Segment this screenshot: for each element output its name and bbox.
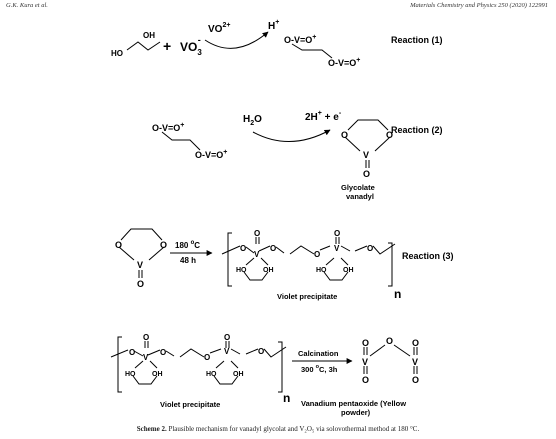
reaction-2-byproduct: 2H+ + e- <box>305 110 342 123</box>
atom4-ho1: HO <box>125 371 136 378</box>
atom-v2: V <box>334 244 340 253</box>
v2o5-o-bottom2: O <box>412 375 419 385</box>
atom4-o4: O <box>258 347 264 356</box>
atom4-ho2: HO <box>206 371 217 378</box>
reaction-1-arrow <box>204 31 269 49</box>
repeat-index-3: n <box>394 287 401 301</box>
bracket-left-4 <box>117 336 122 393</box>
reaction-2-label: Reaction (2) <box>391 125 443 135</box>
proton-byproduct: H+ <box>268 19 279 32</box>
v2o5-o-bottom1: O <box>362 375 369 385</box>
reaction-4 <box>110 336 418 393</box>
atom-ho1: HO <box>236 267 247 274</box>
reactant-2-chain <box>161 131 201 151</box>
ring-3-vanadium: V <box>137 260 143 270</box>
vanadate-formula: VO3- <box>180 35 202 57</box>
atom4-v1: V <box>143 353 149 362</box>
repeat-index-4: n <box>283 391 290 405</box>
ethylene-glycol-bonds <box>126 41 161 51</box>
product-1-bottom: O-V=O+ <box>328 57 360 68</box>
atom-o-double1: O <box>254 229 260 238</box>
atom4-oh1: OH <box>152 371 163 378</box>
product-4-name-line1: Vanadium pentaoxide (Yellow <box>301 399 406 408</box>
bracket-right-4 <box>278 341 283 393</box>
reactant-4-name: Violet precipitate <box>160 400 220 409</box>
reaction-3-label: Reaction (3) <box>402 251 454 261</box>
v2o5-o-top2: O <box>412 338 419 348</box>
reactant-2-top: O-V=O+ <box>152 122 184 133</box>
bracket-right-3 <box>388 242 393 287</box>
water-reagent: H2O <box>243 114 262 127</box>
calcination-label: Calcination <box>298 349 339 358</box>
atom4-o3: O <box>204 353 210 362</box>
caption-text: Plausible mechanism for vanadyl glycolat… <box>166 425 420 433</box>
atom-oh1: OH <box>263 267 274 274</box>
atom-o1: O <box>240 244 246 253</box>
atom4-o2: O <box>160 348 166 357</box>
atom-oh2: OH <box>343 267 354 274</box>
plus-sign: + <box>163 38 171 54</box>
ring-2-oxygen-oxo: O <box>363 169 370 179</box>
ring-3-oxygen-left: O <box>115 240 122 250</box>
product-4-name-line2: powder) <box>341 408 371 417</box>
reaction-3 <box>118 228 396 287</box>
vanadyl-ion: VO2+ <box>208 22 230 35</box>
atom-v1: V <box>254 250 260 259</box>
reaction-1 <box>126 31 333 59</box>
reaction-2 <box>161 119 391 168</box>
reaction-3-temperature: 180 oC <box>175 240 200 250</box>
atom-o4: O <box>367 244 373 253</box>
ring-3-top <box>120 228 163 241</box>
running-header-authors: G.K. Kura et al. <box>6 2 48 9</box>
ring-2-oxygen-right: O <box>386 130 393 140</box>
ring-2-top <box>347 119 389 131</box>
reaction-1-label: Reaction (1) <box>391 35 443 45</box>
v2o5-v1: V <box>362 357 368 367</box>
product-2-name-line2: vanadyl <box>346 192 374 201</box>
running-header-journal: Materials Chemistry and Physics 250 (202… <box>410 2 548 9</box>
reaction-2-arrow <box>252 129 331 142</box>
ring-2-vanadium: V <box>363 150 369 160</box>
product-3-name: Violet precipitate <box>277 292 337 301</box>
product-2-name-line1: Glycolate <box>341 183 375 192</box>
ring-3-oxygen-right: O <box>160 240 167 250</box>
scheme-caption: Scheme 2. Plausible mechanism for vanady… <box>0 425 556 433</box>
atom4-v2: V <box>224 347 230 356</box>
atom4-o-double1: O <box>143 333 149 342</box>
reaction-3-time: 48 h <box>180 256 196 265</box>
label-ho-left: HO <box>111 49 123 58</box>
ring-2-oxygen-left: O <box>341 130 348 140</box>
v2o5-v2: V <box>412 357 418 367</box>
product-1-top: O-V=O+ <box>284 34 316 45</box>
atom4-oh2: OH <box>233 371 244 378</box>
atom4-o-double2: O <box>224 333 230 342</box>
ring-2-left-bond <box>344 136 361 152</box>
reactant-2-bottom: O-V=O+ <box>195 149 227 160</box>
atom-o-double2: O <box>334 229 340 238</box>
v2o5-o-bridge: O <box>386 336 393 346</box>
bracket-left-3 <box>227 232 232 287</box>
label-oh-top: OH <box>143 31 155 40</box>
atom-o2: O <box>270 244 276 253</box>
v2o5-o-top1: O <box>362 338 369 348</box>
calcination-conditions: 300 oC, 3h <box>301 364 338 374</box>
caption-label: Scheme 2. <box>136 425 167 433</box>
ring-3-oxygen-oxo: O <box>137 279 144 289</box>
atom-o3: O <box>314 250 320 259</box>
ring-2-right-bond <box>374 136 391 152</box>
atom-ho2: HO <box>316 267 327 274</box>
product-1-chain <box>291 43 333 59</box>
atom4-o1: O <box>129 348 135 357</box>
